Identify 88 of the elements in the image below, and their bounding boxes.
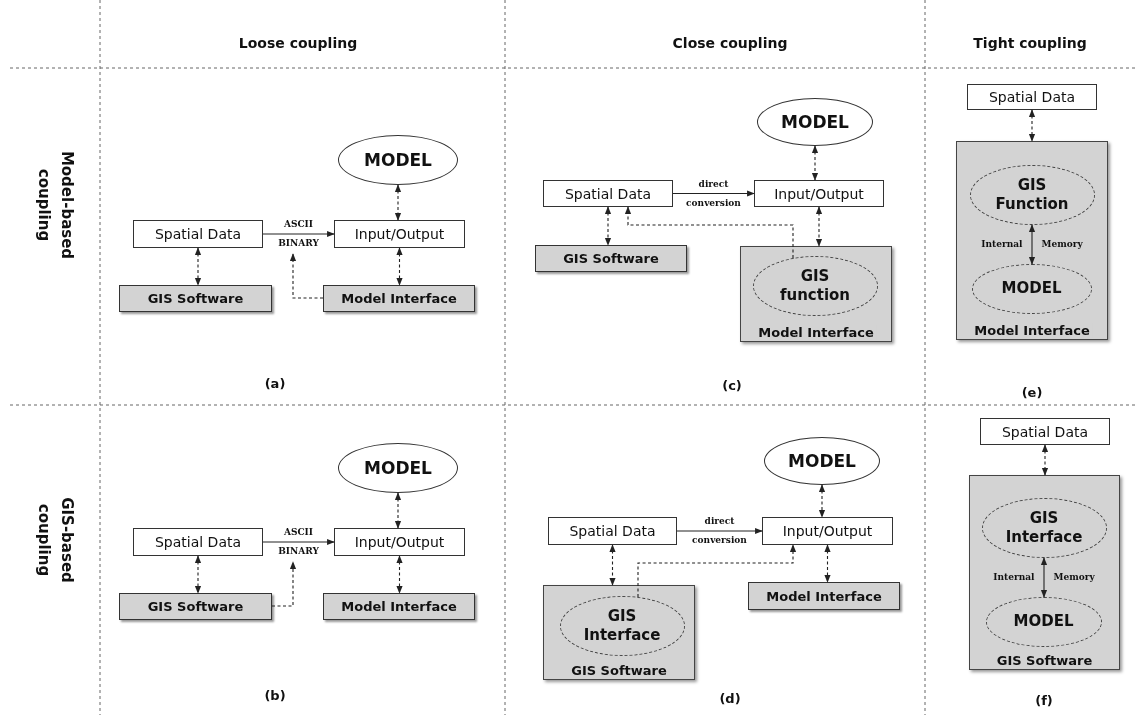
process-box — [543, 180, 673, 207]
arrow — [396, 555, 403, 594]
arrow — [676, 527, 763, 535]
node-label: Spatial Data — [569, 523, 656, 539]
process-box — [967, 84, 1097, 110]
shaded-box — [323, 593, 475, 620]
arrow — [604, 206, 612, 246]
arrow — [1028, 224, 1036, 265]
arrow — [624, 206, 794, 259]
node-label: Model Interface — [341, 291, 457, 306]
node-label: MODEL — [364, 458, 432, 478]
edge-label: ASCII BINARY — [278, 218, 319, 250]
process-box — [980, 418, 1110, 445]
node-label: GIS Software — [563, 251, 659, 266]
process-box — [334, 220, 465, 248]
heading-label: (e) — [1021, 384, 1043, 400]
shaded-box — [119, 285, 272, 312]
heading-label: Loose coupling — [238, 35, 358, 51]
arrow — [824, 544, 831, 583]
container-label: GIS Software — [568, 663, 670, 678]
heading-label: (b) — [264, 687, 286, 703]
heading-label: Close coupling — [672, 35, 788, 51]
shaded-box — [323, 285, 475, 312]
heading-label: (d) — [719, 690, 741, 706]
heading-label: (f) — [1035, 692, 1053, 708]
arrow — [262, 538, 335, 546]
arrow — [262, 230, 335, 238]
node-label: MODEL — [1001, 279, 1062, 298]
arrow — [271, 561, 297, 607]
node-label: MODEL — [1013, 612, 1074, 631]
arrow — [637, 544, 797, 598]
process-box — [762, 517, 893, 545]
node-label: GIS Software — [147, 599, 244, 614]
edge-label: direct conversion — [692, 515, 747, 547]
heading-label: (c) — [722, 377, 742, 393]
arrow — [394, 184, 402, 221]
node-label: GIS Function — [994, 175, 1070, 214]
edge-label: Internal Memory — [993, 572, 1095, 583]
node-label: Model Interface — [341, 599, 457, 614]
arrow — [194, 555, 202, 594]
node-label: Input/Output — [354, 226, 445, 242]
node-label: Model Interface — [766, 588, 882, 604]
shaded-box — [119, 593, 272, 620]
row-heading: Model-based coupling — [34, 150, 77, 260]
arrow — [289, 253, 324, 299]
node-label: GIS Interface — [1004, 508, 1084, 547]
shaded-box — [535, 245, 687, 272]
node-label: Spatial Data — [154, 534, 242, 550]
process-box — [334, 528, 465, 556]
node-label: MODEL — [788, 451, 856, 471]
arrow — [194, 247, 202, 286]
node-label: Input/Output — [782, 523, 873, 539]
heading-label: Tight coupling — [973, 35, 1087, 51]
container-box — [956, 141, 1108, 340]
heading-label: (a) — [264, 375, 286, 391]
arrow — [396, 247, 403, 286]
node-label: Spatial Data — [988, 89, 1076, 105]
node-label: Input/Output — [774, 185, 864, 202]
node-label: GIS Interface — [582, 606, 662, 645]
arrow — [672, 190, 755, 197]
container-box — [543, 585, 695, 680]
arrow — [818, 484, 826, 518]
node-label: GIS Software — [147, 291, 244, 306]
arrow — [609, 544, 616, 586]
edge-label: Internal Memory — [981, 239, 1083, 250]
node-label: Spatial Data — [564, 185, 652, 202]
container-box — [740, 246, 892, 342]
arrow — [811, 145, 819, 181]
row-heading: GIS-based coupling — [34, 496, 77, 585]
node-label: Spatial Data — [1001, 423, 1089, 440]
node-label: Spatial Data — [154, 226, 242, 242]
process-box — [754, 180, 884, 207]
arrow — [1028, 109, 1036, 142]
edge-label: ASCII BINARY — [278, 526, 319, 558]
node-label: GIS function — [778, 266, 852, 305]
edge-label: direct conversion — [686, 177, 741, 210]
arrow — [1041, 444, 1049, 476]
process-box — [133, 220, 263, 248]
node-label: Input/Output — [354, 534, 445, 550]
arrow — [815, 206, 823, 247]
shaded-box — [748, 582, 900, 610]
process-box — [133, 528, 263, 556]
arrow — [394, 492, 402, 529]
process-box — [548, 517, 677, 545]
node-label: MODEL — [781, 112, 849, 132]
arrow — [1040, 557, 1048, 598]
node-label: MODEL — [364, 150, 432, 170]
container-box — [969, 475, 1120, 670]
